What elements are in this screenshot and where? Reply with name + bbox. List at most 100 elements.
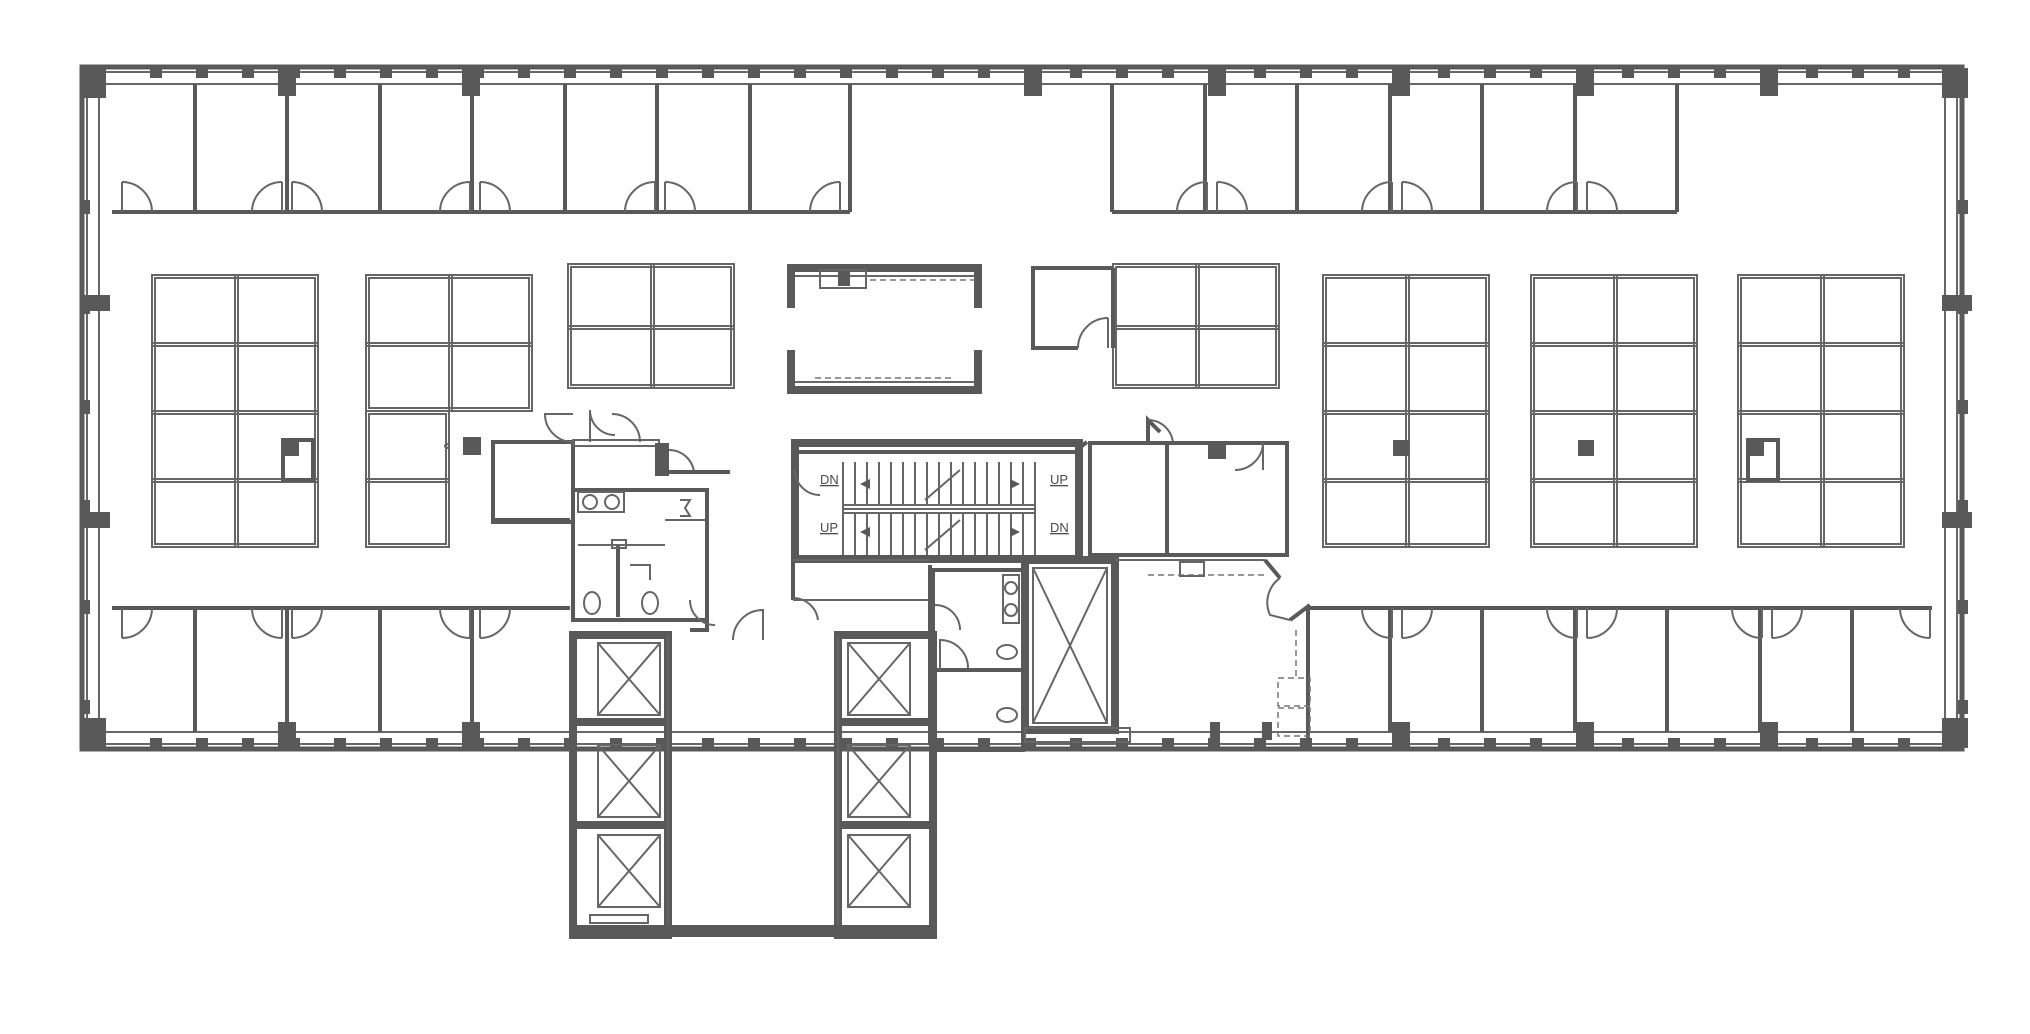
door-swing [439, 607, 471, 639]
column [1852, 738, 1864, 748]
column [150, 68, 162, 78]
column [80, 600, 90, 614]
column [1162, 68, 1174, 78]
column [1958, 200, 1968, 214]
column [1958, 700, 1968, 714]
door-swing [479, 607, 511, 639]
door-swing [1546, 181, 1578, 213]
door-swing [291, 181, 323, 213]
pier [1576, 68, 1594, 96]
pier [278, 68, 296, 96]
column [702, 68, 714, 78]
pier [1942, 295, 1972, 311]
column [1300, 68, 1312, 78]
column [1254, 738, 1266, 748]
door-swing [479, 181, 511, 213]
door-swing [1216, 181, 1248, 213]
column [380, 738, 392, 748]
pier [462, 68, 480, 96]
column [978, 738, 990, 748]
door-swing [1401, 607, 1433, 639]
column [1898, 68, 1910, 78]
column [80, 400, 90, 414]
column [1208, 738, 1220, 748]
column [932, 738, 944, 748]
column [242, 738, 254, 748]
south-offices [112, 606, 1932, 732]
column [334, 68, 346, 78]
column [932, 68, 944, 78]
pier [1024, 68, 1042, 96]
column [1530, 738, 1542, 748]
column [610, 738, 622, 748]
column [702, 738, 714, 748]
column [840, 68, 852, 78]
door-swing [809, 181, 841, 213]
pier [1392, 722, 1410, 750]
column [1346, 68, 1358, 78]
column [1254, 68, 1266, 78]
door-swing [121, 607, 153, 639]
column [1438, 68, 1450, 78]
door-swing [624, 181, 656, 213]
column [1484, 738, 1496, 748]
column [1530, 68, 1542, 78]
column [1438, 738, 1450, 748]
column [80, 500, 90, 514]
building-core: DN UP UP DN [444, 264, 1312, 939]
pier [80, 512, 110, 528]
exterior-columns [80, 68, 1972, 750]
door-swing [251, 181, 283, 213]
column [80, 700, 90, 714]
workstation-clusters [151, 263, 1905, 548]
column [380, 68, 392, 78]
column [794, 68, 806, 78]
column [426, 738, 438, 748]
door-swing [1401, 181, 1433, 213]
column [1162, 738, 1174, 748]
column [1958, 500, 1968, 514]
door-swing [1586, 181, 1618, 213]
column [978, 68, 990, 78]
column [1714, 68, 1726, 78]
column [196, 68, 208, 78]
column [1484, 68, 1496, 78]
column [610, 68, 622, 78]
door-swings [121, 181, 1931, 639]
column [1622, 68, 1634, 78]
door-swing [664, 181, 696, 213]
column [80, 200, 90, 214]
door-swing [291, 607, 323, 639]
pier [278, 722, 296, 750]
column [840, 738, 852, 748]
column [334, 738, 346, 748]
door-swing [121, 181, 153, 213]
column [1898, 738, 1910, 748]
column [656, 738, 668, 748]
stair-label-up-top: UP [1050, 472, 1068, 487]
column [518, 68, 530, 78]
column [886, 68, 898, 78]
pier [1942, 512, 1972, 528]
column [518, 738, 530, 748]
door-swing [1361, 607, 1393, 639]
column [1668, 738, 1680, 748]
column [1958, 600, 1968, 614]
column [886, 738, 898, 748]
column [1668, 68, 1680, 78]
door-swing [439, 181, 471, 213]
stair-label-dn-bottom: DN [1050, 520, 1069, 535]
door-swing [1586, 607, 1618, 639]
column [1070, 68, 1082, 78]
column [1346, 738, 1358, 748]
column [1116, 68, 1128, 78]
stair-label-dn-top: DN [820, 472, 839, 487]
pier [1760, 68, 1778, 96]
column [1714, 738, 1726, 748]
column [564, 68, 576, 78]
columns-interior [281, 438, 1780, 482]
pier [1392, 68, 1410, 96]
column [1806, 68, 1818, 78]
door-swing [1771, 607, 1803, 639]
stair-label-up-bottom: UP [820, 520, 838, 535]
